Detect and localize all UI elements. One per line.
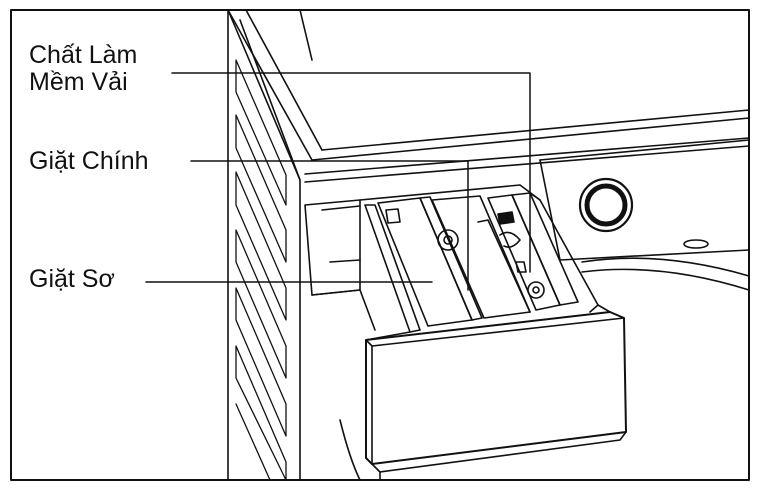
detergent-drawer — [364, 192, 599, 333]
label-pre-wash: Giặt Sơ — [29, 265, 115, 293]
machine-top — [227, 9, 750, 183]
leader-main-wash — [190, 160, 469, 291]
leader-softener — [171, 72, 531, 273]
drawer-handle — [339, 304, 627, 481]
leader-lines — [145, 72, 531, 291]
control-knob-icon — [578, 177, 634, 233]
label-softener-line1: Chất Làm — [29, 41, 138, 69]
control-button-icon — [683, 239, 709, 249]
machine-side-panel — [227, 9, 301, 481]
label-softener-line2: Mềm Vải — [29, 68, 128, 96]
machine-front-panel — [539, 139, 750, 291]
label-softener: Chất Làm Mềm Vải — [29, 42, 137, 96]
label-main-wash: Giặt Chính — [29, 147, 149, 175]
